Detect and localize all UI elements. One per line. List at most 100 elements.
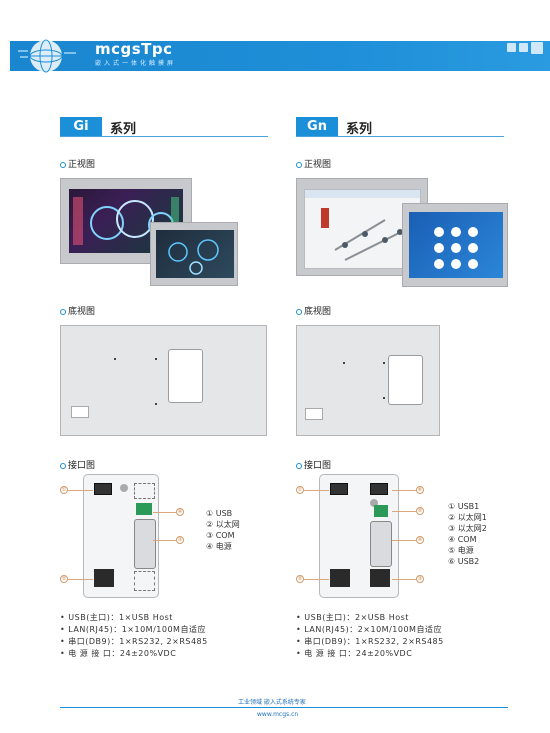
ethernet-port-icon	[330, 569, 350, 587]
callout-line	[392, 511, 416, 512]
spec-row: • USB(主口)：2×USB Host	[296, 613, 409, 622]
ethernet-port-icon	[370, 569, 390, 587]
legend-item: ③ 以太网2	[448, 524, 487, 533]
header-bar	[10, 41, 550, 71]
legend-item: ⑤ 电源	[448, 546, 474, 555]
section-bottom-gn: 底视图	[296, 304, 331, 317]
globe-logo-icon	[18, 39, 76, 73]
bullet-circle-icon	[296, 463, 302, 469]
usb-port-icon	[94, 483, 112, 495]
gn-small-panel-image	[402, 203, 508, 287]
gi-rear-port-module	[168, 349, 203, 403]
callout-2: ②	[296, 575, 304, 583]
series-badge-gi: Gi	[60, 117, 102, 136]
gn-rear-panel-image	[296, 325, 440, 436]
spec-row: • 串口(DB9)：1×RS232, 2×RS485	[60, 637, 208, 646]
gn-port-legend: ① USB1 ② 以太网1 ③ 以太网2 ④ COM ⑤ 电源 ⑥ USB2	[448, 501, 487, 567]
series-title-gn: 系列	[346, 122, 373, 137]
gn-rear-port-module	[388, 355, 423, 405]
bullet-circle-icon	[60, 162, 66, 168]
callout-line	[392, 490, 416, 491]
screw-dot	[383, 397, 385, 399]
process-diagram-icon	[305, 190, 420, 261]
section-bottom-gi: 底视图	[60, 304, 95, 317]
bullet-circle-icon	[60, 463, 66, 469]
legend-item: ① USB1	[448, 502, 480, 511]
gn-small-screen	[409, 212, 503, 278]
legend-item: ④ COM	[448, 535, 477, 544]
spec-row: • 电 源 接 口：24±20%VDC	[296, 649, 413, 658]
footer-url[interactable]: www.mcgs.cn	[257, 711, 299, 718]
callout-line	[392, 579, 416, 580]
legend-item: ① USB	[206, 509, 233, 518]
divider	[296, 136, 504, 137]
db9-com-port-icon	[370, 521, 392, 567]
screw-dot	[370, 499, 378, 507]
legend-item: ② 以太网	[206, 520, 240, 529]
gn-port-diagram	[319, 474, 399, 598]
gi-spec-list: • USB(主口)：1×USB Host • LAN(RJ45)：1×10M/1…	[60, 612, 208, 660]
ethernet-port-icon	[94, 569, 114, 587]
bullet-circle-icon	[296, 162, 302, 168]
spec-row: • 串口(DB9)：1×RS232, 2×RS485	[296, 637, 444, 646]
gi-small-screen	[156, 230, 234, 278]
label-sticker	[305, 408, 323, 420]
callout-4: ④	[176, 508, 184, 516]
callout-line	[304, 490, 329, 491]
callout-2: ②	[60, 575, 68, 583]
legend-item: ④ 电源	[206, 542, 232, 551]
callout-line	[153, 512, 176, 513]
screw-dot	[120, 484, 128, 492]
callout-line	[304, 579, 329, 580]
callout-5: ⑤	[416, 507, 424, 515]
spec-row: • LAN(RJ45)：2×10M/100M自适应	[296, 625, 442, 634]
usb-port-icon	[330, 483, 348, 495]
callout-line	[392, 540, 416, 541]
section-front-gi: 正视图	[60, 157, 95, 170]
legend-item: ② 以太网1	[448, 513, 487, 522]
screw-dot	[114, 358, 116, 360]
gn-spec-list: • USB(主口)：2×USB Host • LAN(RJ45)：2×10M/1…	[296, 612, 444, 660]
callout-3: ③	[416, 575, 424, 583]
callout-1: ①	[296, 486, 304, 494]
spec-row: • 电 源 接 口：24±20%VDC	[60, 649, 177, 658]
screw-dot	[343, 362, 345, 364]
callout-4: ④	[416, 536, 424, 544]
label-sticker	[71, 406, 89, 418]
gn-screen	[304, 189, 421, 269]
screw-dot	[155, 403, 157, 405]
footer-slogan: 工业领域 嵌入式系统专家	[238, 699, 306, 706]
bullet-circle-icon	[60, 309, 66, 315]
header-square-icon	[531, 42, 543, 54]
section-ports-gi: 接口图	[60, 458, 95, 471]
bullet-circle-icon	[296, 309, 302, 315]
callout-line	[68, 490, 93, 491]
callout-line	[68, 579, 93, 580]
series-badge-gn: Gn	[296, 117, 338, 136]
gi-port-diagram	[83, 474, 159, 598]
blank-port-icon	[134, 571, 155, 591]
power-terminal-icon	[374, 505, 388, 517]
footer-divider	[60, 707, 508, 708]
header-square-icon	[519, 43, 528, 52]
screw-dot	[155, 358, 157, 360]
spec-row: • LAN(RJ45)：1×10M/100M自适应	[60, 625, 206, 634]
section-ports-gn: 接口图	[296, 458, 331, 471]
brand-name: mcgsTpc	[95, 40, 173, 58]
callout-3: ③	[176, 536, 184, 544]
callout-6: ⑥	[416, 486, 424, 494]
callout-1: ①	[60, 486, 68, 494]
db9-com-port-icon	[134, 519, 156, 569]
power-terminal-icon	[136, 503, 152, 515]
screw-dot	[383, 362, 385, 364]
section-front-gn: 正视图	[296, 157, 331, 170]
divider	[60, 136, 268, 137]
app-grid-icon	[434, 227, 478, 269]
series-title-gi: 系列	[110, 122, 137, 137]
header-square-icon	[507, 43, 516, 52]
gi-rear-panel-image	[60, 325, 267, 436]
callout-line	[153, 540, 176, 541]
gauges-icon	[168, 239, 219, 275]
blank-port-icon	[134, 483, 155, 499]
gi-port-legend: ① USB ② 以太网 ③ COM ④ 电源	[206, 508, 240, 552]
